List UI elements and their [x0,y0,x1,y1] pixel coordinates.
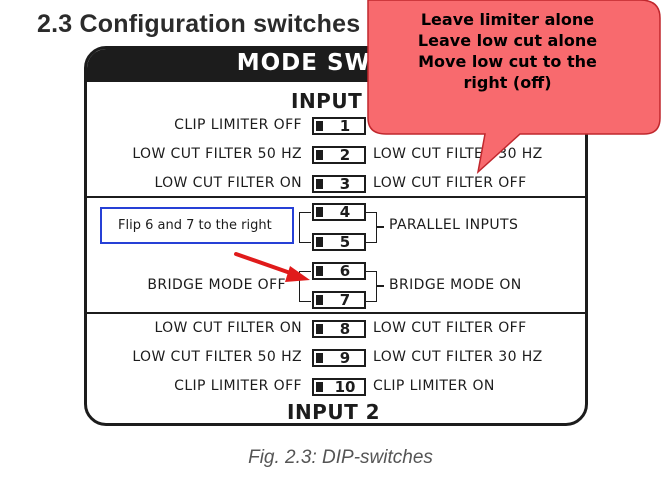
speech-bubble-shape [367,0,661,175]
dip-switch-6[interactable]: 6 [312,262,366,280]
switch-number: 5 [339,233,351,251]
switch-3-right-label: LOW CUT FILTER OFF [373,175,527,191]
arrow-shaft [234,252,298,277]
switch-knob [316,324,323,334]
dip-switch-5[interactable]: 5 [312,233,366,251]
bracket-left-6-7 [299,271,311,302]
speech-bubble-text: Leave limiter alone Leave low cut alone … [380,9,635,93]
switch-8-right-label: LOW CUT FILTER OFF [373,320,527,336]
dip-switch-10[interactable]: 10 [312,378,366,396]
bubble-line-1: Leave limiter alone [420,10,595,29]
switch-number: 2 [339,146,351,164]
dip-switch-7[interactable]: 7 [312,291,366,309]
switch-10-left-label: CLIP LIMITER OFF [174,378,302,394]
bracket-tick-6-7 [376,285,384,287]
divider-bottom [87,312,585,314]
dip-switch-4[interactable]: 4 [312,203,366,221]
section-heading: 2.3 Configuration switches [37,10,361,38]
switch-number: 6 [339,262,351,280]
bracket-right-6-7 [365,271,377,302]
switch-8-left-label: LOW CUT FILTER ON [154,320,302,336]
bubble-line-4: right (off) [463,73,552,92]
switch-3-left-label: LOW CUT FILTER ON [154,175,302,191]
dip-switch-9[interactable]: 9 [312,349,366,367]
switch-knob [316,150,323,160]
bracket-left-4-5 [299,212,311,243]
switch-knob [316,207,323,217]
bubble-line-2: Leave low cut alone [417,31,598,50]
switch-number: 4 [339,203,351,221]
switch-knob [316,266,323,276]
switch-number: 10 [334,378,356,396]
bridge-mode-on-label: BRIDGE MODE ON [389,277,522,293]
switch-knob [316,382,323,392]
switch-knob [316,237,323,247]
bracket-tick-4-5 [376,226,384,228]
switch-knob [316,295,323,305]
dip-switch-8[interactable]: 8 [312,320,366,338]
bracket-right-4-5 [365,212,377,243]
flip-note-box: Flip 6 and 7 to the right [100,207,294,244]
bubble-line-3: Move low cut to the [418,52,597,71]
dip-switch-1[interactable]: 1 [312,117,366,135]
figure-caption: Fig. 2.3: DIP-switches [248,447,433,468]
switch-number: 9 [339,349,351,367]
switch-knob [316,121,323,131]
switch-9-left-label: LOW CUT FILTER 50 HZ [132,349,302,365]
switch-knob [316,179,323,189]
switch-9-right-label: LOW CUT FILTER 30 HZ [373,349,543,365]
red-arrow-icon [234,252,310,282]
switch-number: 3 [339,175,351,193]
speech-bubble [367,0,661,175]
switch-1-left-label: CLIP LIMITER OFF [174,117,302,133]
arrow-head [285,266,310,282]
switch-number: 1 [339,117,351,135]
bridge-mode-off-label: BRIDGE MODE OFF [147,277,286,293]
switch-knob [316,353,323,363]
divider-top [87,196,585,198]
parallel-inputs-label: PARALLEL INPUTS [389,217,519,233]
switch-number: 7 [339,291,351,309]
dip-switch-3[interactable]: 3 [312,175,366,193]
dip-switch-2[interactable]: 2 [312,146,366,164]
input2-title: INPUT 2 [287,400,381,424]
switch-10-right-label: CLIP LIMITER ON [373,378,495,394]
switch-2-left-label: LOW CUT FILTER 50 HZ [132,146,302,162]
switch-number: 8 [339,320,351,338]
